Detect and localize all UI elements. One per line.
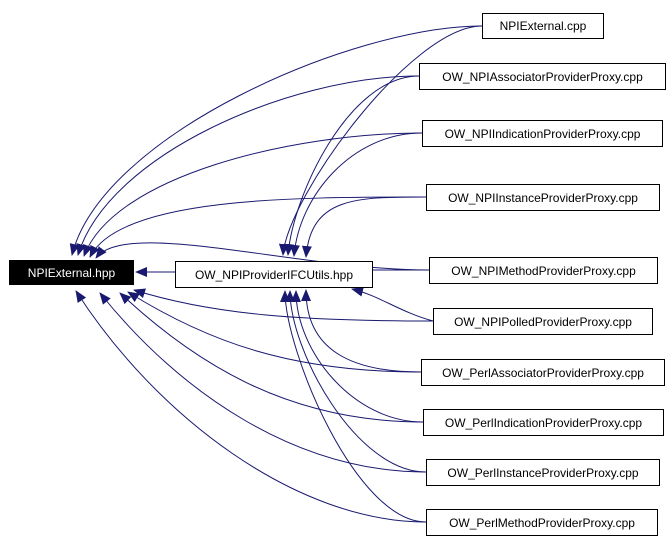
edge-npi-polled-to-root (133, 288, 434, 322)
node-ow-npiprovideriFCutils-hpp[interactable]: OW_NPIProviderIFCUtils.hpp (175, 261, 373, 288)
node-ow-npipolledproviderproxy-cpp[interactable]: OW_NPIPolledProviderProxy.cpp (433, 308, 653, 335)
edge-npi-indication-to-root (83, 132, 423, 257)
node-ow-npiassociatorproviderproxy-cpp[interactable]: OW_NPIAssociatorProviderProxy.cpp (419, 63, 666, 90)
edge-npi-associator-to-utils (283, 75, 420, 256)
node-npiexternal-hpp[interactable]: NPIExternal.hpp (9, 260, 134, 285)
edge-perl-indication-to-root (119, 292, 424, 423)
edge-perl-method-to-utils (280, 290, 427, 523)
edge-npi-instance-to-root (89, 196, 427, 258)
edge-npi-method-to-root (95, 242, 430, 271)
edge-npi-indication-to-utils (289, 132, 423, 257)
node-npiexternal-cpp[interactable]: NPIExternal.cpp (482, 13, 604, 39)
node-ow-perlinstanceproviderproxy-cpp[interactable]: OW_PerlInstanceProviderProxy.cpp (426, 459, 660, 486)
edge-npiexternal-cpp-to-root (69, 25, 483, 256)
edge-npiexternal-cpp-to-utils (278, 25, 483, 256)
node-ow-perlassociatorproviderproxy-cpp[interactable]: OW_PerlAssociatorProviderProxy.cpp (421, 359, 665, 386)
node-ow-npimethodproviderproxy-cpp[interactable]: OW_NPIMethodProviderProxy.cpp (429, 257, 658, 284)
edge-npi-instance-to-utils (301, 196, 427, 258)
edge-perl-associator-to-utils (301, 289, 422, 373)
edge-perl-indication-to-utils (291, 290, 424, 423)
edge-perl-associator-to-root (127, 291, 422, 373)
edge-perl-method-to-root (75, 290, 427, 523)
edge-perl-instance-to-root (99, 292, 427, 473)
edge-npi-associator-to-root (76, 75, 420, 256)
edge-perl-instance-to-utils (285, 290, 427, 473)
node-ow-perlindicationproviderproxy-cpp[interactable]: OW_PerlIndicationProviderProxy.cpp (423, 409, 664, 436)
node-ow-npiinstanceproviderproxy-cpp[interactable]: OW_NPIInstanceProviderProxy.cpp (426, 184, 660, 211)
node-ow-npiindicationproviderproxy-cpp[interactable]: OW_NPIIndicationProviderProxy.cpp (422, 120, 663, 147)
edge-npi-polled-to-utils (351, 286, 434, 322)
node-ow-perlmethodproviderproxy-cpp[interactable]: OW_PerlMethodProviderProxy.cpp (426, 509, 658, 536)
